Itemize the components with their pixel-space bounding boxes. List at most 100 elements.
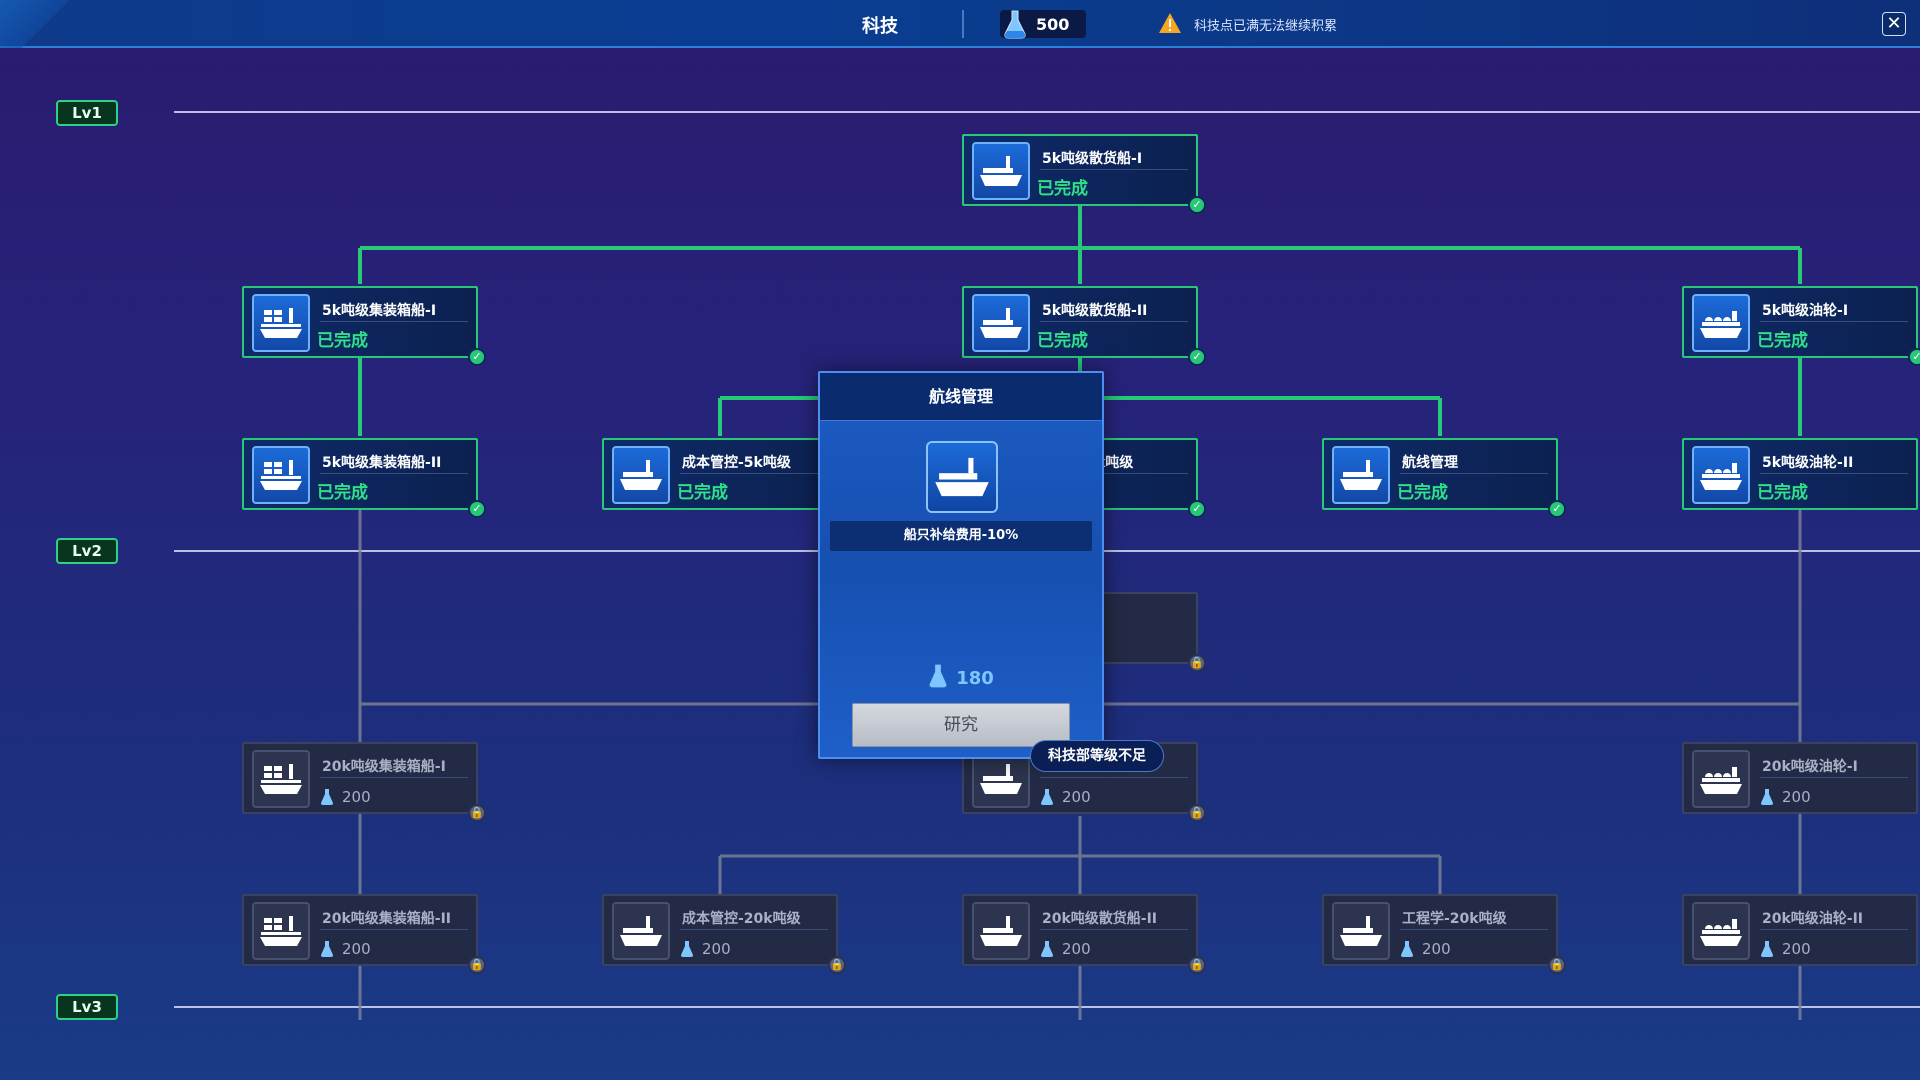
tech-node-name: 5k吨级油轮-II [1762, 455, 1854, 471]
tech-node-name: 20k吨级集装箱船-I [322, 759, 446, 775]
tech-node-route-management[interactable]: 航线管理 已完成 ✓ [1322, 438, 1566, 518]
requirement-tooltip: 科技部等级不足 [1030, 740, 1164, 772]
tech-node-cost-control-5k[interactable]: 成本管控-5k吨级 已完成 [602, 438, 838, 510]
tech-node-status: 已完成 [1037, 331, 1088, 351]
tech-node-name: 航线管理 [1402, 455, 1458, 471]
tech-node-name: 5k吨级散货船-I [1042, 151, 1143, 167]
lock-icon: 🔒 [1188, 804, 1206, 822]
lock-icon: 🔒 [1188, 956, 1206, 974]
research-button[interactable]: 研究 [852, 703, 1070, 747]
close-button[interactable]: ✕ [1882, 12, 1906, 36]
lock-icon: 🔒 [1548, 956, 1566, 974]
tech-node-status: 已完成 [1757, 483, 1808, 503]
tech-node-cost: 200 [1782, 940, 1811, 958]
bulk-ship-icon [620, 916, 662, 946]
bulk-ship-icon [980, 764, 1022, 794]
container-ship-icon [260, 460, 302, 490]
flask-icon [1761, 789, 1773, 805]
bulk-ship-icon [1340, 460, 1382, 490]
flask-icon [1004, 10, 1026, 39]
level-divider-1 [174, 111, 1920, 113]
tech-node-name: 20k吨级集装箱船-II [322, 911, 452, 927]
tech-node-tanker-20k-1[interactable]: 20k吨级油轮-I 200 [1682, 742, 1918, 814]
bulk-ship-icon [980, 308, 1022, 338]
check-icon: ✓ [1908, 348, 1920, 366]
tech-node-name: 5k吨级集装箱船-II [322, 455, 442, 471]
tech-node-cost: 200 [1062, 788, 1091, 806]
flask-icon [1761, 941, 1773, 957]
menu-corner-decoration [0, 0, 90, 48]
tech-detail-popup: 航线管理 船只补给费用-10% 180 研究 [818, 371, 1104, 759]
tech-points-value: 500 [1036, 15, 1070, 34]
tech-node-cost: 200 [1782, 788, 1811, 806]
lock-icon: 🔒 [468, 804, 486, 822]
tech-node-engineering-20k[interactable]: 工程学-20k吨级 200 🔒 [1322, 894, 1566, 974]
tech-node-cost: 200 [1062, 940, 1091, 958]
popup-cost: 180 [820, 663, 1102, 689]
tech-node-name: 成本管控-5k吨级 [682, 455, 791, 471]
popup-effect: 船只补给费用-10% [830, 521, 1092, 551]
header-divider [962, 10, 964, 38]
lock-icon: 🔒 [828, 956, 846, 974]
tech-node-name: k吨级 [1096, 455, 1134, 471]
tech-node-bulk-5k-2[interactable]: 5k吨级散货船-II 已完成 ✓ [962, 286, 1206, 366]
tech-node-container-20k-2[interactable]: 20k吨级集装箱船-II 200 🔒 [242, 894, 486, 974]
tanker-icon [1700, 463, 1742, 490]
flask-icon [929, 664, 947, 688]
tech-node-name: 工程学-20k吨级 [1402, 911, 1507, 927]
tanker-icon [1700, 767, 1742, 794]
tech-node-cost: 200 [342, 788, 371, 806]
tech-node-cost-control-20k[interactable]: 成本管控-20k吨级 200 🔒 [602, 894, 846, 974]
flask-icon [1041, 789, 1053, 805]
check-icon: ✓ [1188, 196, 1206, 214]
flask-icon [681, 941, 693, 957]
tech-node-status: 已完成 [677, 483, 728, 503]
warning-text: 科技点已满无法继续积累 [1194, 19, 1338, 34]
tech-node-name: 5k吨级散货船-II [1042, 303, 1148, 319]
check-icon: ✓ [468, 500, 486, 518]
tech-node-container-5k-2[interactable]: 5k吨级集装箱船-II 已完成 ✓ [242, 438, 486, 518]
flask-icon [321, 789, 333, 805]
container-ship-icon [260, 308, 302, 338]
level-divider-3 [174, 1006, 1920, 1008]
flask-icon [1401, 941, 1413, 957]
tech-node-status: 已完成 [1757, 331, 1808, 351]
popup-cost-value: 180 [956, 668, 994, 689]
check-icon: ✓ [1188, 348, 1206, 366]
tanker-icon [1700, 919, 1742, 946]
container-ship-icon [260, 916, 302, 946]
tech-node-name: 5k吨级油轮-I [1762, 303, 1849, 319]
popup-title: 航线管理 [820, 373, 1102, 421]
check-icon: ✓ [1188, 500, 1206, 518]
bulk-ship-icon [980, 156, 1022, 186]
tech-node-status: 已完成 [1397, 483, 1448, 503]
flask-icon [1041, 941, 1053, 957]
lock-icon: 🔒 [1188, 654, 1206, 672]
tech-node-status: 已完成 [1037, 179, 1088, 199]
tech-node-status: 已完成 [317, 483, 368, 503]
tech-node-bulk-5k-1[interactable]: 5k吨级散货船-I 已完成 ✓ [962, 134, 1206, 214]
tech-points-display: 500 [1000, 10, 1086, 39]
tech-node-bulk-20k-2[interactable]: 20k吨级散货船-II 200 🔒 [962, 894, 1206, 974]
bulk-ship-icon [980, 916, 1022, 946]
tech-node-tanker-5k-1[interactable]: 5k吨级油轮-I 已完成 ✓ [1682, 286, 1920, 366]
tech-node-cost: 200 [1422, 940, 1451, 958]
tech-node-name: 5k吨级集装箱船-I [322, 303, 437, 319]
bulk-ship-icon [935, 457, 989, 497]
tab-tech[interactable]: 科技 [862, 16, 898, 37]
top-bar: 科技 500 科技点已满无法继续积累 ✕ [0, 0, 1920, 48]
level-label-2: Lv2 [56, 538, 118, 564]
level-label-1: Lv1 [56, 100, 118, 126]
level-label-3: Lv3 [56, 994, 118, 1020]
tech-node-name: 20k吨级油轮-II [1762, 911, 1864, 927]
tech-node-container-5k-1[interactable]: 5k吨级集装箱船-I 已完成 ✓ [242, 286, 486, 366]
tech-node-tanker-5k-2[interactable]: 5k吨级油轮-II 已完成 [1682, 438, 1918, 510]
warning-icon [1159, 13, 1181, 33]
tech-node-container-20k-1[interactable]: 20k吨级集装箱船-I 200 🔒 [242, 742, 486, 822]
tech-node-name: 成本管控-20k吨级 [682, 911, 801, 927]
bulk-ship-icon [1340, 916, 1382, 946]
tech-node-tanker-20k-2[interactable]: 20k吨级油轮-II 200 [1682, 894, 1918, 966]
tanker-icon [1700, 311, 1742, 338]
tech-node-cost: 200 [342, 940, 371, 958]
tech-node-name: 20k吨级散货船-II [1042, 911, 1158, 927]
